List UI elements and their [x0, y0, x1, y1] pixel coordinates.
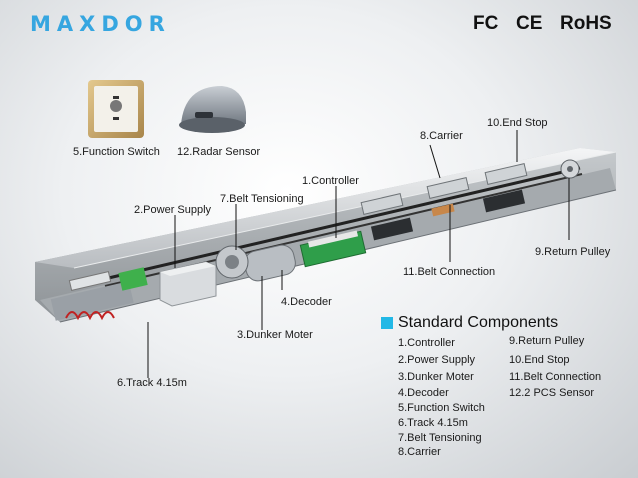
callout-controller: 1.Controller — [302, 175, 359, 187]
legend-item: 3.Dunker Moter — [398, 371, 474, 383]
dunker-motor-image — [215, 244, 296, 282]
callout-belt-tensioning: 7.Belt Tensioning — [220, 193, 304, 205]
return-pulley-image — [560, 159, 580, 179]
carriers-image — [360, 163, 528, 241]
legend-marker — [381, 317, 393, 329]
fcc-mark: FC — [473, 13, 499, 34]
callout-carrier: 8.Carrier — [420, 130, 463, 142]
function-switch-image — [88, 80, 144, 138]
legend-item: 8.Carrier — [398, 446, 441, 458]
legend-item: 1.Controller — [398, 337, 455, 349]
legend-item: 9.Return Pulley — [509, 335, 585, 347]
controller-board-image — [299, 230, 367, 268]
legend-item: 4.Decoder — [398, 387, 449, 399]
radar-sensor-image — [179, 86, 246, 133]
legend-item: 2.Power Supply — [398, 354, 476, 366]
callout-return-pulley: 9.Return Pulley — [535, 246, 611, 258]
rohs-mark: RoHS — [560, 13, 612, 34]
callout-function-switch: 5.Function Switch — [73, 146, 160, 158]
legend-item: 12.2 PCS Sensor — [509, 387, 594, 399]
callout-power-supply: 2.Power Supply — [134, 204, 212, 216]
callout-end-stop: 10.End Stop — [487, 117, 548, 129]
legend-item: 6.Track 4.15m — [398, 417, 468, 429]
callout-belt-connection: 11.Belt Connection — [403, 266, 496, 278]
legend-title: Standard Components — [398, 314, 559, 331]
legend-item: 11.Belt Connection — [509, 371, 602, 383]
brand-logo: MAXDOR — [30, 12, 171, 36]
left-electronics-image — [50, 267, 148, 321]
ce-mark: CE — [516, 13, 543, 34]
legend-item: 5.Function Switch — [398, 402, 485, 414]
power-supply-image — [159, 261, 217, 307]
callout-decoder: 4.Decoder — [281, 296, 332, 308]
callout-track: 6.Track 4.15m — [117, 377, 187, 389]
callout-radar-sensor: 12.Radar Sensor — [177, 146, 261, 158]
callout-dunker-moter: 3.Dunker Moter — [237, 329, 313, 341]
legend-item: 7.Belt Tensioning — [398, 432, 482, 444]
legend-item: 10.End Stop — [509, 354, 570, 366]
leader-lines — [147, 130, 570, 378]
